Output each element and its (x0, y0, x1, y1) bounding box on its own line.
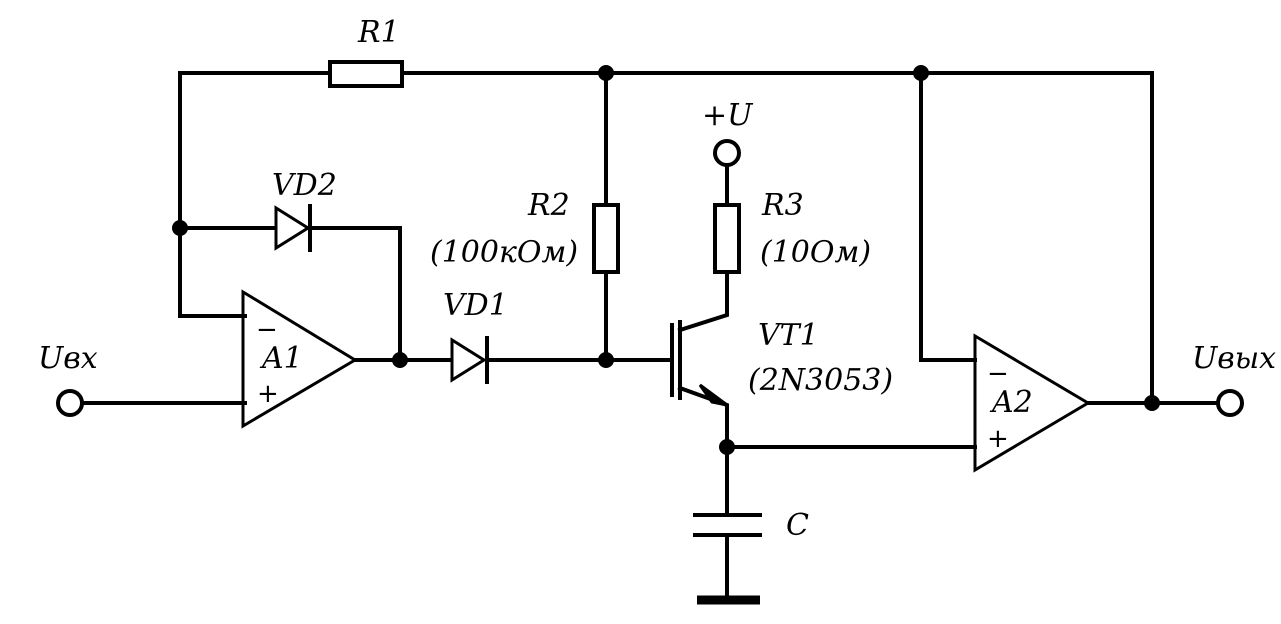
vd2-diode (274, 204, 312, 252)
a1-plus-label: + (257, 379, 279, 409)
a2-feedback-wire (919, 71, 977, 362)
r1-label: R1 (357, 15, 400, 50)
r3-value-label: (10Ом) (760, 235, 871, 270)
vd2-label: VD2 (272, 168, 337, 203)
a1-feedback-wire (178, 71, 247, 318)
output-label: Uвых (1192, 341, 1276, 376)
a1-minus-label: − (256, 315, 278, 345)
vt1-label: VT1 (758, 318, 819, 353)
r2-value-label: (100кОм) (430, 235, 578, 270)
top-rail-wire (178, 71, 1154, 405)
junction-dots (172, 65, 1160, 455)
a2-plus-label: + (987, 424, 1009, 454)
r1-resistor (328, 60, 404, 88)
vt1-transistor (670, 320, 728, 407)
supply-label: +U (702, 98, 754, 133)
a2-name-label: A2 (989, 385, 1033, 420)
vd1-diode (450, 336, 489, 384)
vd1-label: VD1 (443, 288, 508, 323)
emitter-arrow (698, 383, 728, 407)
wires (82, 71, 1218, 600)
a2-minus-label: − (987, 359, 1009, 389)
a1-name-label: A1 (259, 341, 303, 376)
emitter-wire (677, 385, 977, 600)
supply-wire (677, 166, 729, 333)
r3-label: R3 (761, 188, 804, 223)
c-capacitor (693, 513, 762, 537)
a1-opamp (241, 289, 358, 429)
supply-terminal (713, 139, 741, 167)
output-terminal (1216, 389, 1244, 417)
vt1-type-label: (2N3053) (748, 363, 893, 398)
r2-resistor (592, 203, 620, 274)
c-label: C (786, 508, 809, 543)
r3-resistor (713, 203, 741, 274)
input-terminal (56, 389, 84, 417)
vd2-branch-wire (178, 226, 402, 362)
input-label: Uвх (38, 341, 98, 376)
r2-label: R2 (527, 188, 570, 223)
a2-opamp (973, 333, 1091, 473)
